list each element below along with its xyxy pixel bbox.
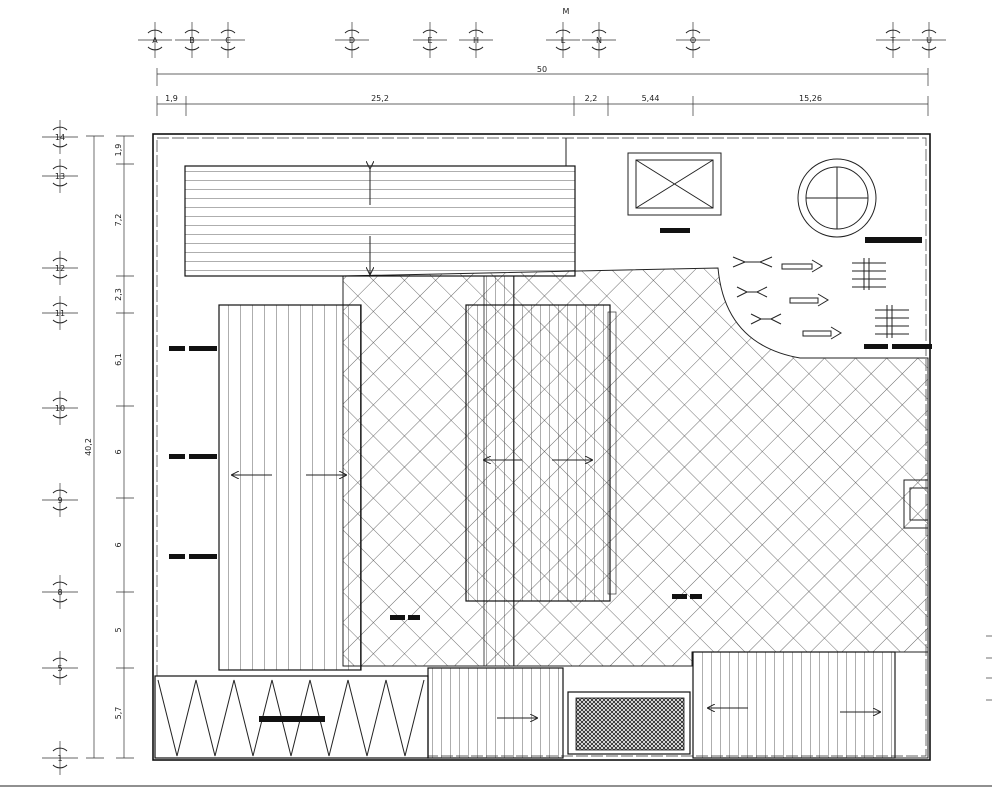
central-building-ledge <box>607 311 617 595</box>
water-tank <box>627 152 722 233</box>
benches-courtyard <box>390 594 702 620</box>
left-overall-dimension: 40,2 <box>84 135 104 759</box>
top-building <box>184 165 576 277</box>
left-grid-axes: 14 13 12 11 10 9 8 5 1 <box>42 120 78 775</box>
bottom-right-building <box>692 651 896 759</box>
grid-bubble-left: 5 <box>42 651 78 685</box>
grid-label-top: T <box>890 36 896 45</box>
grid-label-left: 14 <box>55 133 65 142</box>
grid-label-extra: M <box>563 7 570 16</box>
dim-segment-left: 2,3 <box>114 288 123 301</box>
grid-bubble-left: 8 <box>42 575 78 609</box>
dim-segment-left: 6 <box>114 542 123 547</box>
left-segment-dimensions: 1,9 7,2 2,3 6,1 6 6 5 5,7 <box>114 135 134 759</box>
grid-label-left: 5 <box>57 664 62 673</box>
top-overall-dimension: 50 <box>156 65 929 86</box>
grid-label-top: O <box>690 36 696 45</box>
grid-bubble-left: 10 <box>42 391 78 425</box>
grid-label-top: E <box>427 36 432 45</box>
dim-segment-top: 15,26 <box>799 94 822 103</box>
grid-label-top: L <box>561 36 566 45</box>
bottom-middle-building <box>427 667 564 759</box>
grid-bubble-left: 13 <box>42 159 78 193</box>
site-boundary <box>152 133 931 761</box>
bench-mark <box>259 716 325 722</box>
grid-label-top: H <box>473 36 479 45</box>
dim-segment-top: 2,2 <box>585 94 598 103</box>
grid-label-left: 13 <box>55 172 65 181</box>
grid-bubble-top: N <box>582 22 616 58</box>
grid-label-left: 11 <box>55 309 65 318</box>
grid-label-top: D <box>349 36 355 45</box>
dim-segment-top: 25,2 <box>371 94 389 103</box>
grid-bubble-top: U <box>912 22 946 58</box>
dim-segment-left: 6 <box>114 449 123 454</box>
grid-label-top: B <box>189 36 195 45</box>
grate-panel <box>575 697 685 751</box>
round-fountain <box>797 158 922 243</box>
dim-segment-left: 7,2 <box>114 214 123 227</box>
grid-label-top: C <box>225 36 231 45</box>
grid-label-left: 8 <box>57 588 62 597</box>
grid-label-top: A <box>152 36 158 45</box>
benches-left <box>169 346 217 559</box>
dim-segment-left: 5 <box>114 627 123 632</box>
zigzag-roof <box>157 679 425 757</box>
central-building <box>465 304 611 602</box>
paved-courtyard <box>342 267 929 667</box>
grid-bubble-left: 14 <box>42 120 78 154</box>
grid-label-left: 9 <box>57 496 62 505</box>
dim-segment-left: 1,9 <box>114 144 123 157</box>
grid-label-top: U <box>926 36 932 45</box>
grid-bubble-left: 12 <box>42 251 78 285</box>
playground-equipment <box>732 256 932 349</box>
grid-bubble-top: O <box>676 22 710 58</box>
dim-segment-top: 1,9 <box>165 94 178 103</box>
left-building <box>218 304 362 671</box>
grid-bubble-left: 1 <box>42 741 78 775</box>
grid-label-left: 10 <box>55 404 65 413</box>
grid-bubble-top: L <box>546 22 580 58</box>
dim-overall-width: 50 <box>537 65 547 74</box>
grid-bubble-top: H <box>459 22 493 58</box>
grid-label-left: 1 <box>57 754 62 763</box>
grid-bubble-top: A <box>138 22 172 58</box>
grid-bubble-top: E <box>413 22 447 58</box>
bottom-right-room <box>894 651 929 759</box>
grid-bubble-top: D <box>335 22 369 58</box>
grid-bubble-top: C <box>211 22 245 58</box>
grid-label-top: N <box>596 36 602 45</box>
grid-bubble-top: T <box>876 22 910 58</box>
dim-overall-height: 40,2 <box>84 438 93 456</box>
grid-bubble-left: 9 <box>42 483 78 517</box>
grid-label-left: 12 <box>55 264 65 273</box>
grid-bubble-left: 11 <box>42 296 78 330</box>
dim-segment-top: 5,44 <box>642 94 660 103</box>
top-segment-dimensions: 1,9 25,2 2,2 5,44 15,26 <box>156 94 929 116</box>
dim-segment-left: 5,7 <box>114 707 123 720</box>
grid-bubble-top: B <box>175 22 209 58</box>
dim-segment-left: 6,1 <box>114 353 123 366</box>
side-entrance <box>903 479 929 529</box>
